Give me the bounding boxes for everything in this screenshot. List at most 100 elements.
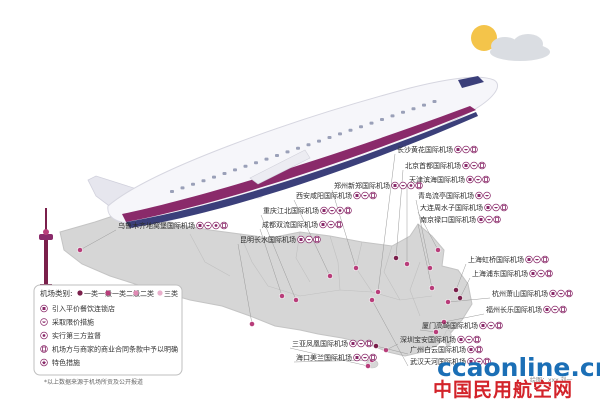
cup-icon [467, 357, 475, 366]
airport-dot [441, 319, 447, 325]
airport-label: 成都双流国际机场 [262, 220, 318, 229]
window-icon [191, 182, 195, 186]
legend-tier: 一类二级 [105, 289, 140, 298]
legend-items: 引入平价餐饮连锁店采取限价措施实行第三方监督机场方与商家的商业合同条款中予以明确… [40, 304, 178, 367]
cup-icon [457, 335, 465, 344]
bowl-icon [465, 335, 473, 344]
contract-icon [545, 269, 553, 278]
airport-label: 海口美兰国际机场 [296, 353, 352, 362]
airport-label: 大连周水子国际机场 [420, 203, 483, 212]
legend-tiers: 一类一级一类二级二类 三类 [77, 289, 178, 298]
window-icon [296, 146, 300, 150]
window-icon [401, 110, 405, 114]
tier-label: 一类二级 [112, 289, 140, 298]
airport-marker: 西安咸阳国际机场 [293, 191, 377, 279]
airport-label: 重庆江北国际机场 [263, 206, 319, 215]
window-icon [243, 164, 248, 168]
legend-item: 采取限价措施 [40, 318, 94, 327]
cup-icon [543, 305, 551, 314]
chef-icon [40, 331, 48, 340]
credit: 绘图：xxx 刘一 [530, 376, 573, 384]
bowl-icon [483, 191, 491, 200]
legend-item-label: 实行第三方监督 [52, 331, 101, 340]
contract-icon [369, 191, 377, 200]
cup-icon [353, 353, 361, 362]
airport-label: 青岛流亭国际机场 [418, 191, 474, 200]
cup-icon [40, 304, 48, 313]
contract-icon [495, 321, 503, 330]
airport-label: 乌鲁木齐地窝堡国际机场 [118, 221, 195, 230]
airport-dot [429, 285, 435, 291]
airport-label: 武汉天河国际机场 [410, 357, 466, 366]
leader-line [377, 153, 396, 293]
window-icon [390, 114, 395, 118]
window-icon [317, 139, 321, 143]
chef-icon [212, 221, 220, 230]
cup-icon [466, 175, 474, 184]
china-map [59, 211, 473, 357]
cup-icon [320, 206, 328, 215]
airport-dot [445, 299, 451, 305]
window-icon [306, 143, 311, 147]
airport-marker: 上海虹桥国际机场 [453, 255, 549, 293]
leader-line [417, 211, 439, 251]
tier-label: 二类 [140, 289, 154, 298]
airport-label: 福州长乐国际机场 [486, 305, 542, 314]
cup-icon [319, 220, 327, 229]
legend-item-label: 特色措施 [52, 358, 80, 367]
window-icon [170, 190, 174, 193]
cloud-icon [490, 34, 550, 61]
airport-dot [457, 295, 463, 301]
window-icon [380, 118, 384, 121]
legend-item: 机场方与商家的商业合同条款中予以明确 [40, 345, 178, 354]
contract-icon [493, 215, 501, 224]
contract-icon [559, 305, 567, 314]
legend-item: 实行第三方监督 [40, 331, 101, 340]
window-icon [338, 132, 342, 136]
bowl-icon [475, 357, 483, 366]
tier-dot [157, 290, 163, 296]
window-icon [422, 103, 426, 107]
star-icon [40, 358, 48, 367]
airport-label: 南京禄口国际机场 [420, 215, 476, 224]
leader-line [331, 189, 357, 269]
window-icon [285, 150, 290, 154]
airport-layer: 乌鲁木齐地窝堡国际机场长沙黄花国际机场北京首都国际机场天津滨海国际机场郑州新郑国… [77, 145, 573, 369]
bowl-icon [305, 235, 313, 244]
cup-icon [475, 191, 483, 200]
tier-dot [105, 290, 111, 296]
cup-icon [353, 191, 361, 200]
bowl-icon [474, 175, 482, 184]
contract-icon [500, 203, 508, 212]
window-icon [327, 136, 332, 139]
tier-label: 三类 [164, 289, 178, 298]
window-icon [201, 179, 206, 183]
contract-icon [365, 339, 373, 348]
leader-line [259, 228, 283, 297]
window-icon [432, 100, 437, 103]
window-icon [359, 125, 363, 129]
airport-marker: 天津滨海国际机场 [404, 175, 490, 267]
cup-icon [479, 321, 487, 330]
bowl-icon [492, 203, 500, 212]
airport-dot [404, 261, 410, 267]
airport-label: 上海浦东国际机场 [472, 269, 528, 278]
airport-dot [373, 343, 379, 349]
cup-icon [484, 203, 492, 212]
contract-icon [475, 345, 483, 354]
sun-icon [471, 25, 497, 51]
bowl-icon [327, 220, 335, 229]
airport-marker: 青岛流亭国际机场 [415, 191, 491, 271]
legend-tier: 三类 [157, 289, 178, 298]
leader-line [447, 297, 491, 303]
airport-label: 天津滨海国际机场 [409, 175, 465, 184]
window-icon [212, 175, 216, 179]
bowl-icon [557, 289, 565, 298]
chef-icon [407, 181, 415, 190]
legend-tier: 一类一级 [77, 289, 112, 298]
airport-label: 西安咸阳国际机场 [296, 191, 352, 200]
legend-tier: 二类 [133, 289, 154, 298]
bowl-icon [537, 269, 545, 278]
watermark: ccaonline.cn 中国民用航空网 [433, 353, 600, 400]
